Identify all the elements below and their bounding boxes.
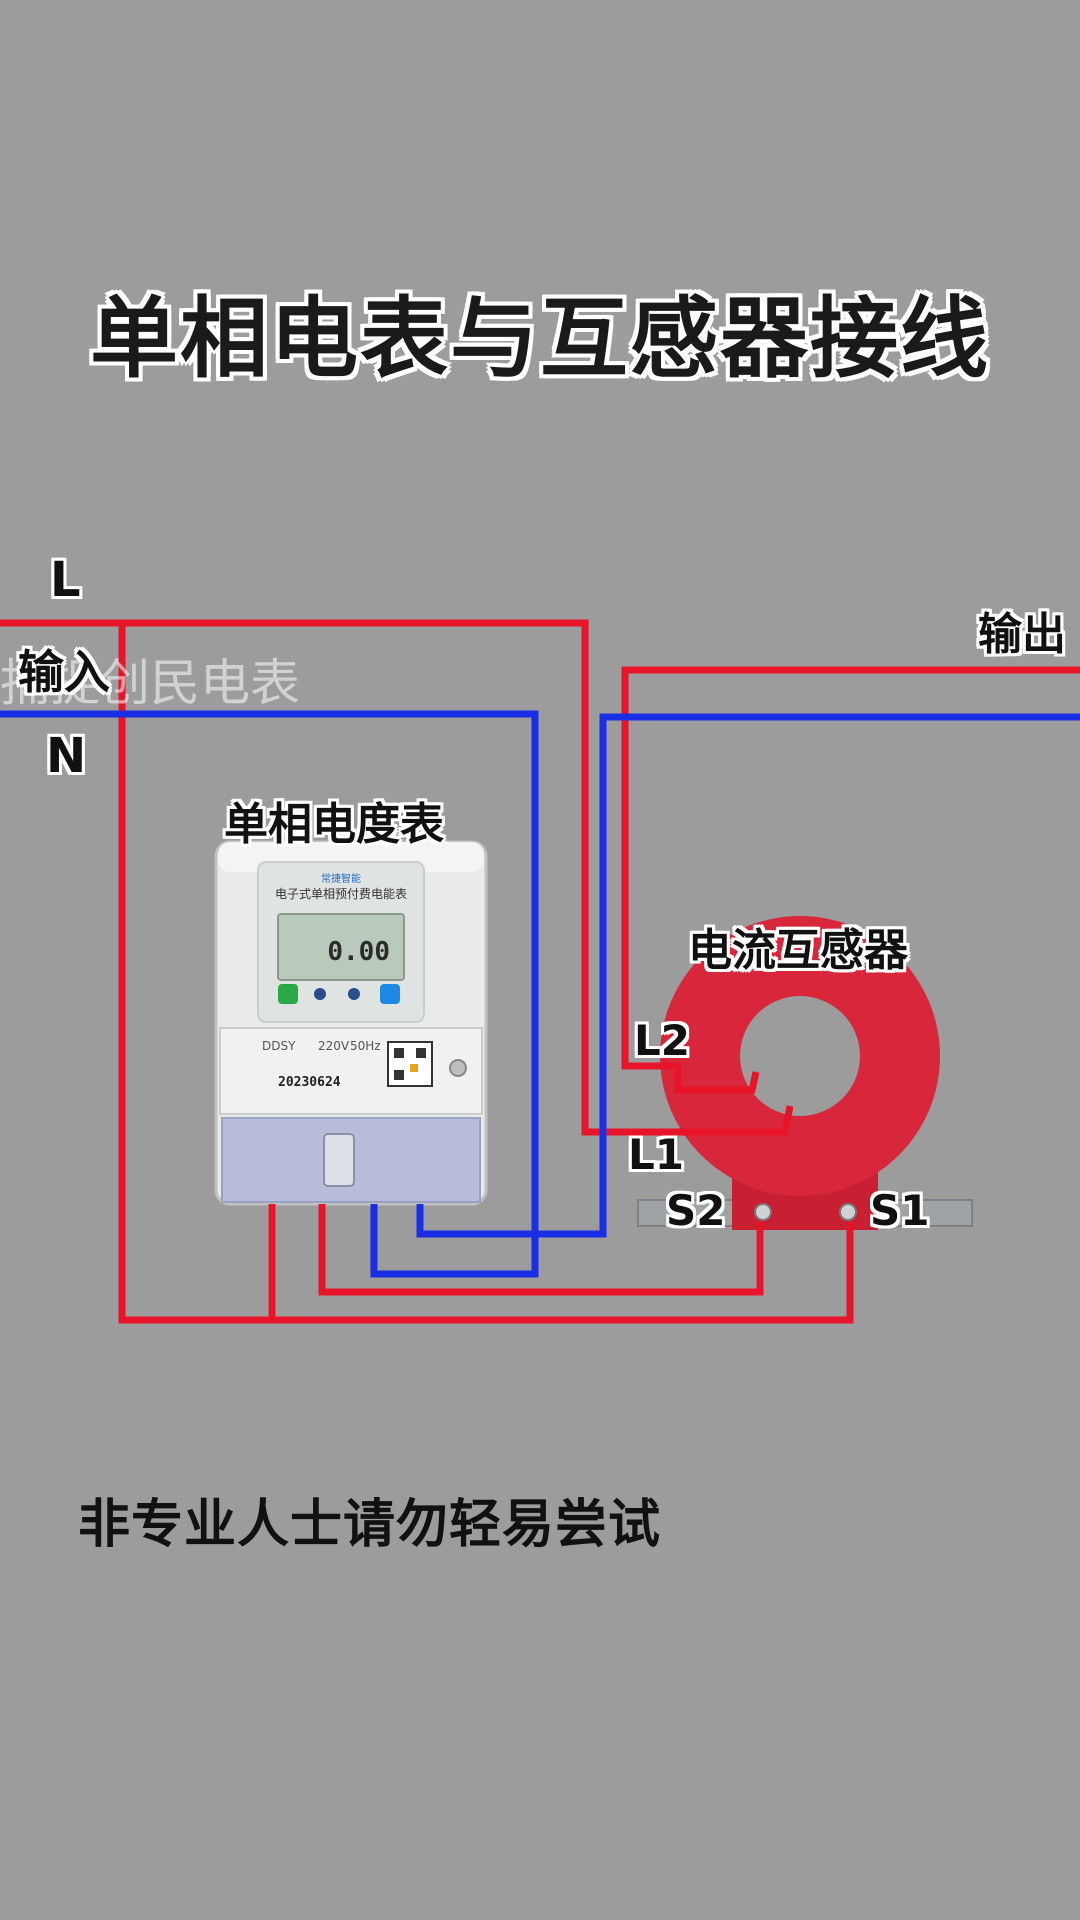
meter-button-left — [314, 988, 326, 1000]
label-ct: 电流互感器 — [688, 925, 908, 976]
alipay-icon — [380, 984, 400, 1004]
meter-button-right — [348, 988, 360, 1000]
label-l: L — [50, 552, 81, 608]
label-l2: L2 — [634, 1016, 690, 1065]
label-l1: L1 — [628, 1130, 684, 1179]
meter-voltage: 220V — [318, 1039, 350, 1053]
meter-name: 电子式单相预付费电能表 — [275, 887, 407, 901]
terminal-s2 — [754, 1203, 772, 1221]
current-transformer — [637, 916, 973, 1230]
meter-model: DDSY — [262, 1039, 296, 1053]
meter-serial: 20230624 — [278, 1075, 341, 1090]
label-output: 输出 — [978, 609, 1066, 660]
warning-text: 非专业人士请勿轻易尝试 — [78, 1495, 662, 1555]
label-meter: 单相电度表 — [224, 799, 444, 850]
meter-frequency: 50Hz — [350, 1039, 381, 1053]
label-s2: S2 — [666, 1186, 726, 1235]
label-s1: S1 — [870, 1186, 930, 1235]
meter-brand: 常捷智能 — [321, 872, 361, 885]
label-input: 输入 — [18, 645, 110, 699]
page-title: 单相电表与互感器接线 — [89, 287, 990, 390]
label-n: N — [46, 728, 87, 784]
neutral-wires — [0, 710, 1080, 1278]
terminal-s1 — [839, 1203, 857, 1221]
meter-lcd — [277, 913, 405, 981]
meter-device: 0.00 常捷智能 电子式单相预付费电能表 DDSY 220V 50Hz 202… — [214, 840, 488, 1206]
live-wires — [0, 619, 1080, 1324]
meter-reading: 0.00 — [327, 937, 390, 967]
wechat-icon — [278, 984, 298, 1004]
watermark: 捕捉创民电表 — [0, 654, 300, 712]
